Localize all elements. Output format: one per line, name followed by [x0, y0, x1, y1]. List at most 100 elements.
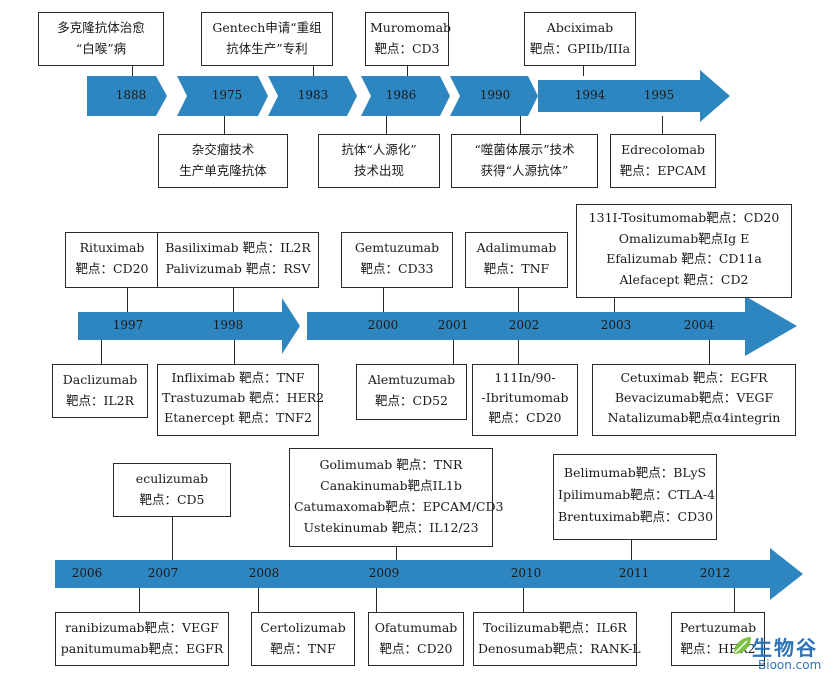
watermark-logo: 生物谷 Bioon.com — [728, 632, 832, 676]
event-box: Ofatumumab 靶点：CD20 — [368, 612, 464, 666]
row1-arrow — [87, 70, 730, 122]
connector-line — [631, 540, 632, 560]
event-text: 靶点：CD33 — [360, 261, 434, 276]
event-text: Tocilizumab靶点：IL6R — [483, 620, 627, 635]
event-box: Gemtuzumab 靶点：CD33 — [341, 232, 453, 288]
event-text: Cetuximab 靶点：EGFR — [620, 370, 768, 385]
year-label: 2008 — [248, 566, 280, 580]
event-text: Canakinumab靶点IL1b — [320, 478, 462, 493]
event-text: “白喉”病 — [75, 41, 127, 56]
event-box: Belimumab靶点：BLyS Ipilimumab靶点：CTLA-4 Bre… — [553, 454, 717, 540]
event-text: Basiliximab 靶点：IL2R — [165, 240, 311, 255]
connector-line — [383, 288, 384, 312]
event-box: ranibizumab靶点：VEGF panitumumab靶点：EGFR — [55, 612, 229, 666]
year-label: 2000 — [367, 318, 399, 332]
event-text: Belimumab靶点：BLyS — [563, 465, 707, 480]
event-box: Rituximab 靶点：CD20 — [65, 232, 159, 288]
event-text: 杂交瘤技术 — [191, 142, 255, 157]
watermark-cn: 生物谷 — [752, 636, 818, 660]
event-text: 抗体生产”专利 — [226, 41, 308, 56]
row1-segment-1983 — [268, 76, 357, 116]
event-box: Certolizumab 靶点：TNF — [251, 612, 355, 666]
connector-line — [520, 116, 521, 134]
connector-line — [518, 288, 519, 312]
year-label: 2007 — [147, 566, 179, 580]
row1-segment-1986 — [361, 76, 450, 116]
row3-segment — [55, 548, 803, 600]
event-text: Bevacizumab靶点：VEGF — [614, 390, 774, 405]
event-box: Gentech申请“重组 抗体生产”专利 — [201, 12, 333, 66]
event-text: 靶点：CD5 — [139, 492, 205, 507]
connector-line — [132, 66, 133, 76]
watermark-en: Bioon.com — [758, 658, 822, 672]
event-text: 靶点：CD20 — [379, 641, 453, 656]
year-label: 1995 — [643, 88, 675, 102]
row3-arrow — [55, 548, 803, 600]
connector-line — [101, 340, 102, 364]
connector-line — [583, 66, 584, 76]
row2-segment-left — [78, 298, 300, 354]
event-box: Daclizumab 靶点：IL2R — [52, 364, 148, 418]
year-label: 1990 — [479, 88, 511, 102]
event-box: Infliximab 靶点：TNF Trastuzumab 靶点：HER2 Et… — [157, 364, 324, 436]
year-label: 1986 — [385, 88, 417, 102]
leaf-icon — [734, 637, 751, 654]
event-text: 技术出现 — [353, 163, 404, 178]
event-box: 杂交瘤技术 生产单克隆抗体 — [158, 134, 288, 188]
connector-line — [233, 288, 234, 312]
connector-line — [258, 588, 259, 612]
event-text: Natalizumab靶点α4integrin — [607, 410, 781, 425]
year-label: 1888 — [115, 88, 147, 102]
connector-line — [453, 340, 454, 364]
event-text: -Ibritumomab — [481, 390, 569, 405]
event-box: Adalimumab 靶点：TNF — [465, 232, 568, 288]
event-text: Ofatumumab — [374, 620, 458, 635]
row1-segment-1994 — [538, 70, 730, 122]
event-text: 靶点：CD20 — [488, 410, 562, 425]
event-text: 抗体“人源化” — [341, 142, 417, 157]
event-text: Certolizumab — [260, 620, 346, 635]
connector-line — [518, 340, 519, 364]
event-text: Alefacept 靶点：CD2 — [619, 271, 749, 287]
year-label: 1983 — [297, 88, 329, 102]
event-text: “噬菌体展示”技术 — [474, 142, 575, 157]
event-box: “噬菌体展示”技术 获得“人源抗体” — [451, 134, 598, 188]
connector-line — [313, 66, 314, 76]
event-box: Golimumab 靶点：TNR Canakinumab靶点IL1b Catum… — [289, 448, 503, 547]
event-text: panitumumab靶点：EGFR — [60, 641, 224, 656]
event-text: Brentuximab靶点：CD30 — [558, 509, 714, 524]
year-label: 1997 — [112, 318, 144, 332]
year-label: 2002 — [508, 318, 540, 332]
year-label: 2006 — [71, 566, 103, 580]
event-text: 多克隆抗体治愈 — [57, 20, 145, 35]
event-box: Edrecolomab 靶点：EPCAM — [610, 134, 716, 188]
event-text: Gemtuzumab — [354, 240, 440, 255]
year-label: 2001 — [437, 318, 469, 332]
event-box: 111In/90- -Ibritumomab 靶点：CD20 — [472, 364, 578, 436]
event-text: Denosumab靶点：RANK-L — [478, 641, 641, 656]
connector-line — [523, 588, 524, 612]
event-text: 靶点：TNF — [483, 261, 550, 276]
event-text: 靶点：TNF — [270, 641, 336, 656]
connector-line — [396, 547, 397, 560]
connector-line — [234, 340, 235, 364]
event-text: 111In/90- — [494, 370, 556, 385]
connector-line — [139, 588, 140, 612]
event-text: 生产单克隆抗体 — [179, 163, 267, 178]
connector-line — [734, 588, 735, 612]
connector-line — [407, 66, 408, 76]
year-label: 2009 — [368, 566, 400, 580]
event-box: Alemtuzumab 靶点：CD52 — [356, 364, 467, 420]
event-text: 131I-Tositumomab靶点：CD20 — [588, 210, 780, 225]
event-box: Muromomab 靶点：CD3 — [365, 12, 451, 66]
year-label: 2012 — [699, 566, 731, 580]
connector-line — [224, 116, 225, 134]
year-label: 2010 — [510, 566, 542, 580]
event-text: Edrecolomab — [621, 142, 705, 157]
connector-line — [662, 116, 663, 134]
event-text: 靶点：CD3 — [374, 41, 440, 56]
event-text: Etanercept 靶点：TNF2 — [164, 410, 312, 425]
event-box: Basiliximab 靶点：IL2R Palivizumab 靶点：RSV — [157, 232, 319, 288]
row2-arrow — [78, 296, 797, 356]
event-box: Abciximab 靶点：GPIIb/IIIa — [524, 12, 636, 66]
